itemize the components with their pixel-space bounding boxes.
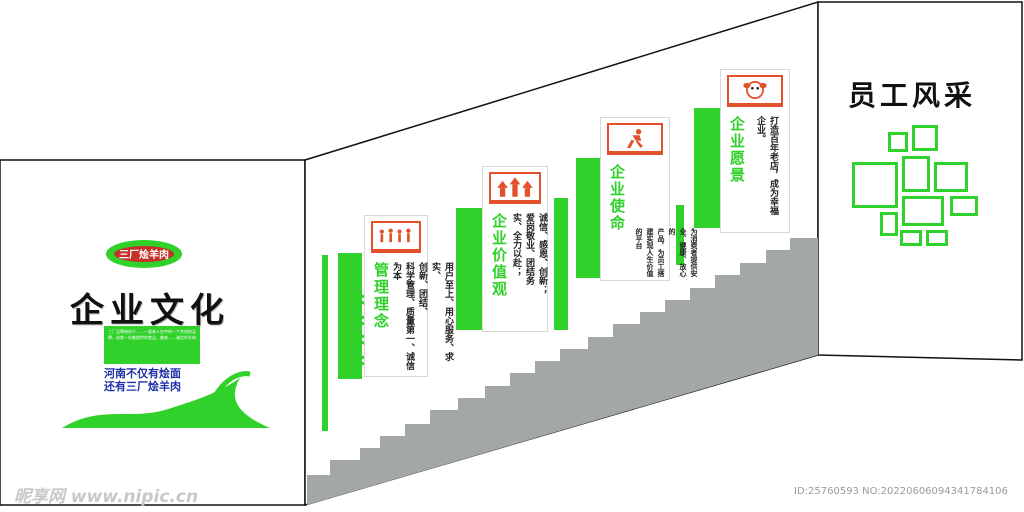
photo-frame	[934, 162, 968, 192]
green-block	[456, 208, 484, 330]
photo-frame	[912, 125, 938, 151]
slogan-line: 河南不仅有烩面	[104, 367, 181, 380]
panel-picture	[371, 221, 421, 253]
photo-frame	[888, 132, 908, 152]
panel-body-line: 诚信、感恩、创新；	[537, 213, 547, 294]
panel-picture	[727, 75, 783, 107]
panel-body-line: 爱岗敬业、团结务	[524, 213, 534, 285]
slogan: 河南不仅有烩面 还有三厂烩羊肉	[104, 367, 224, 393]
runners-icon	[379, 228, 411, 243]
panel-body: 用户至上、用心服务、求实、 创新、团结、 科学管理、质量第一、诚信为本	[389, 262, 454, 372]
panel-values: 企业价值观 诚信、感恩、创新； 爱岗敬业、团结务 实、全力以赴；	[482, 166, 548, 332]
intro-text: 三厂品牌始创于……一般来人在中的一个共创的品牌，成就一份着提供的食品，美味……诚…	[108, 329, 196, 340]
slogan-line: 还有三厂烩羊肉	[104, 380, 181, 393]
panel-body-line: 为消费者提供安全、健康、放心的	[668, 228, 698, 277]
green-block	[694, 108, 722, 228]
photo-frame	[900, 230, 922, 246]
runner-icon	[626, 129, 644, 148]
panel-body-line: 创新、团结、	[417, 262, 427, 316]
panel-management: 管理理念 用户至上、用心服务、求实、 创新、团结、 科学管理、质量第一、诚信为本	[364, 215, 453, 377]
green-strip	[554, 198, 568, 330]
panel-body-line: 用户至上、用心服务、求实、	[430, 262, 453, 361]
brand-logo	[106, 240, 182, 268]
green-strip	[322, 255, 328, 431]
panel-body: 为消费者提供安全、健康、放心的 产品，为员工搭建实现人生价值的平台	[633, 228, 699, 278]
stairs	[307, 238, 818, 505]
panel-picture	[489, 172, 541, 204]
panel-heading: 企业使命	[608, 164, 626, 232]
culture-title: 企业文化	[70, 291, 230, 331]
panel-mission: 企业使命 为消费者提供安全、健康、放心的 产品，为员工搭建实现人生价值的平台	[600, 117, 698, 281]
panel-body-line: 科学管理、质量第一、诚信为本	[391, 262, 414, 370]
panel-heading: 管理理念	[372, 262, 390, 330]
panel-picture	[607, 123, 663, 155]
green-block	[576, 158, 604, 278]
watermark-logo: 昵享网 www.nipic.cn	[14, 487, 199, 507]
photo-frame	[880, 212, 898, 236]
panel-body-line: 企业。	[755, 116, 765, 143]
panel-heading: 企业价值观	[490, 213, 508, 298]
photo-frame	[926, 230, 948, 246]
wave-decoration	[62, 378, 270, 428]
panel-body-line: 打造百年老店，成为幸福	[768, 116, 778, 215]
panel-vision: 企业愿景 打造百年老店，成为幸福 企业。	[720, 69, 790, 233]
photo-frame	[950, 196, 978, 216]
green-strip	[676, 205, 684, 265]
mascot-icon	[743, 81, 767, 99]
photo-frame	[902, 156, 930, 192]
photo-frame	[902, 196, 944, 226]
brand-name: 三厂烩羊肉	[119, 250, 169, 261]
growth-arrows-icon	[497, 177, 533, 197]
staff-title: 员工风采	[848, 79, 977, 112]
photo-frame	[852, 162, 898, 208]
panel-heading: 企业愿景	[728, 116, 746, 184]
panel-body: 诚信、感恩、创新； 爱岗敬业、团结务 实、全力以赴；	[509, 213, 548, 325]
intro-box	[104, 326, 200, 364]
panel-body-line: 实、全力以赴；	[511, 213, 521, 276]
watermark-id: ID:25760593 NO:20220606094341784106	[794, 486, 1008, 497]
panel-body: 打造百年老店，成为幸福 企业。	[753, 116, 779, 226]
panel-body-line: 产品，为员工搭建实现人生价值的平台	[635, 228, 665, 277]
